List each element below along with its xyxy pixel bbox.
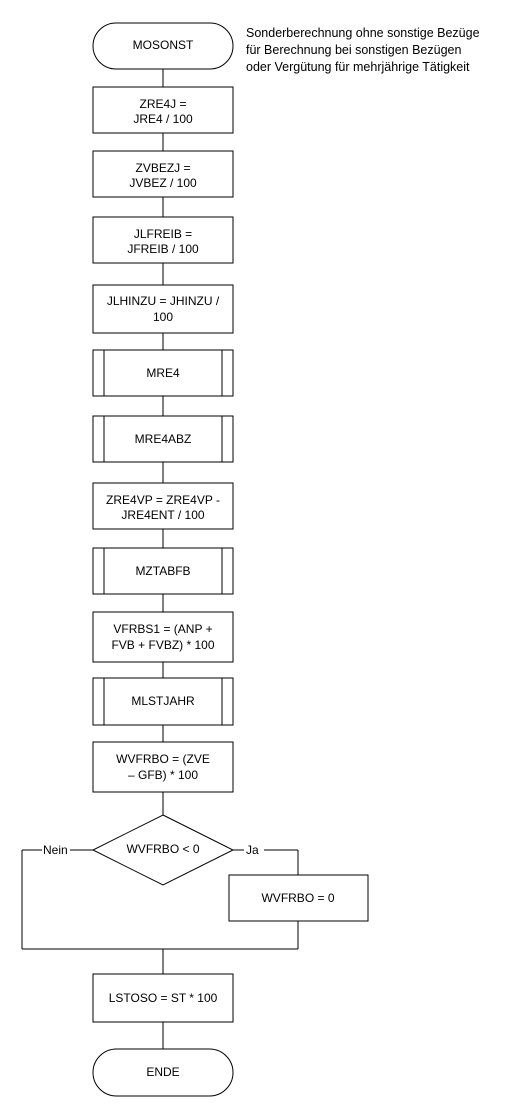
decision-no-label: Nein: [43, 843, 68, 857]
process-wvfrbo-zero-label: WVFRBO = 0: [261, 891, 334, 905]
process-lstoso-label: LSTOSO = ST * 100: [109, 991, 218, 1005]
process-zvbezj-line-2: JVBEZ / 100: [129, 176, 197, 190]
end-label: ENDE: [146, 1065, 179, 1079]
subprocess-mlstjahr: MLSTJAHR: [92, 677, 234, 726]
process-zre4vp: ZRE4VP = ZRE4VP - JRE4ENT / 100: [92, 482, 234, 530]
subprocess-mre4-label: MRE4: [146, 366, 180, 380]
decision-wvfrbo: WVFRBO < 0: [91, 814, 235, 886]
comment-line-2: für Berechnung bei sonstigen Bezügen: [246, 43, 461, 57]
process-lstoso: LSTOSO = ST * 100: [92, 973, 234, 1023]
yes-label-bg: [244, 842, 264, 858]
end-terminator: ENDE: [92, 1048, 234, 1097]
process-jlfreib-line-2: JFREIB / 100: [127, 242, 199, 256]
no-label-bg: [42, 842, 70, 858]
process-jlfreib-line-1: JLFREIB =: [134, 227, 192, 241]
comment-line-3: oder Vergütung für mehrjährige Tätigkeit: [246, 60, 470, 74]
process-wvfrbo-line-2: – GFB) * 100: [128, 768, 198, 782]
subprocess-mre4abz: MRE4ABZ: [92, 415, 234, 463]
process-jlhinzu: JLHINZU = JHINZU / 100: [92, 284, 234, 334]
subprocess-mre4abz-label: MRE4ABZ: [135, 432, 192, 446]
process-zvbezj: ZVBEZJ = JVBEZ / 100: [92, 150, 234, 198]
decision-yes-label: Ja: [246, 843, 259, 857]
decision-condition: WVFRBO < 0: [126, 842, 199, 856]
subprocess-mre4: MRE4: [92, 349, 234, 397]
process-vfrbs1-line-1: VFRBS1 = (ANP +: [113, 622, 212, 636]
process-jlfreib: JLFREIB = JFREIB / 100: [92, 216, 234, 264]
comment-line-1: Sonderberechnung ohne sonstige Bezüge: [246, 26, 480, 40]
process-jlhinzu-line-1: JLHINZU = JHINZU /: [107, 294, 220, 308]
process-zre4j-line-2: JRE4 / 100: [133, 112, 193, 126]
start-label: MOSONST: [133, 38, 194, 52]
process-zre4j: ZRE4J = JRE4 / 100: [92, 86, 234, 134]
process-jlhinzu-line-2: 100: [153, 310, 173, 324]
process-wvfrbo-line-1: WVFRBO = (ZVE: [116, 752, 210, 766]
subprocess-mlstjahr-label: MLSTJAHR: [131, 694, 195, 708]
process-vfrbs1-line-2: FVB + FVBZ) * 100: [111, 638, 214, 652]
process-wvfrbo: WVFRBO = (ZVE – GFB) * 100: [92, 741, 234, 793]
process-zre4vp-line-2: JRE4ENT / 100: [121, 508, 204, 522]
process-wvfrbo-zero: WVFRBO = 0: [228, 874, 369, 922]
subprocess-mztabfb: MZTABFB: [92, 547, 234, 595]
start-terminator: MOSONST: [92, 22, 234, 70]
process-zvbezj-line-1: ZVBEZJ =: [135, 161, 190, 175]
process-zre4vp-line-1: ZRE4VP = ZRE4VP -: [106, 493, 220, 507]
subprocess-mztabfb-label: MZTABFB: [135, 564, 190, 578]
process-vfrbs1: VFRBS1 = (ANP + FVB + FVBZ) * 100: [92, 611, 234, 663]
process-zre4j-line-1: ZRE4J =: [139, 97, 186, 111]
